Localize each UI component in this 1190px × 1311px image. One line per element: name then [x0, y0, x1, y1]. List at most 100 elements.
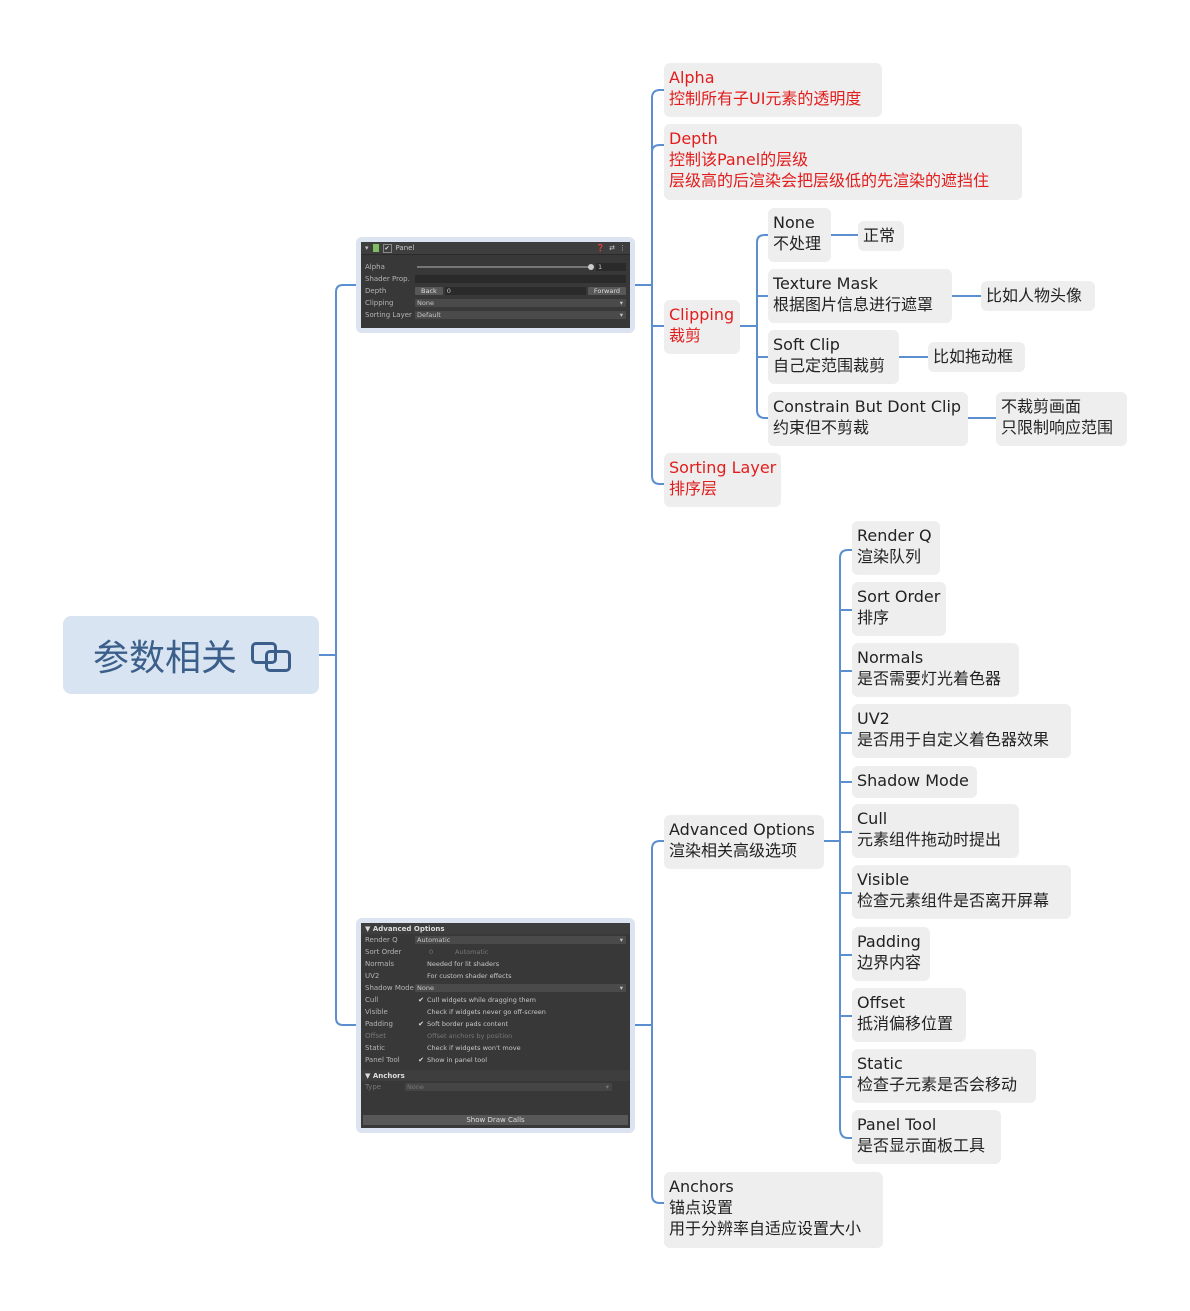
normals-label: Normals — [365, 960, 394, 968]
alpha-value[interactable]: 1 — [596, 263, 626, 271]
depth-back-button[interactable]: Back — [415, 287, 443, 295]
node-clipping-title: Clipping — [669, 305, 735, 324]
sort-order-label: Sort Order — [365, 948, 402, 956]
node-clip-soft-clip-desc: 自己定范围裁剪 — [773, 356, 886, 375]
node-normals[interactable]: Normals 是否需要灯光着色器 — [852, 643, 1019, 697]
node-clip-texture-mask[interactable]: Texture Mask 根据图片信息进行遮罩 — [768, 269, 952, 323]
anchors-section[interactable]: ▼ Anchors — [361, 1070, 630, 1081]
node-static-desc: 检查子元素是否会移动 — [857, 1075, 1018, 1094]
node-render-q-desc: 渲染队列 — [857, 547, 922, 566]
node-offset-desc: 抵消偏移位置 — [857, 1014, 954, 1033]
shadow-mode-value: None — [417, 984, 434, 992]
node-clipping[interactable]: Clipping 裁剪 — [664, 300, 740, 354]
static-label: Static — [365, 1044, 386, 1052]
cull-desc: Cull widgets while dragging them — [427, 996, 536, 1004]
padding-desc: Soft border pads content — [427, 1020, 508, 1028]
offset-desc: Offset anchors by position — [427, 1032, 513, 1040]
node-visible-title: Visible — [857, 870, 910, 889]
node-cull[interactable]: Cull 元素组件拖动时提出 — [852, 804, 1019, 858]
node-alpha-title: Alpha — [669, 68, 715, 87]
fold-arrow-icon[interactable]: ▾ — [365, 244, 369, 252]
node-padding[interactable]: Padding 边界内容 — [852, 927, 930, 981]
root-title: 参数相关 — [92, 638, 237, 679]
node-panel-tool[interactable]: Panel Tool 是否显示面板工具 — [852, 1110, 1001, 1164]
node-advanced-options-desc: 渲染相关高级选项 — [669, 841, 798, 860]
sorting-layer-value: Default — [417, 311, 441, 319]
render-q-row: Render Q Automatic▾ — [361, 934, 630, 946]
node-uv2-title: UV2 — [857, 709, 890, 728]
node-normals-desc: 是否需要灯光着色器 — [857, 669, 1002, 688]
settings-icon[interactable]: ⇄ — [609, 244, 615, 252]
advanced-inspector-image: ▼ Advanced Options Render Q Automatic▾ S… — [356, 918, 635, 1133]
dropdown-arrow-icon: ▾ — [605, 1083, 609, 1091]
node-clip-soft-clip[interactable]: Soft Clip 自己定范围裁剪 — [768, 330, 899, 384]
node-anchors[interactable]: Anchors 锚点设置 用于分辨率自适应设置大小 — [664, 1172, 883, 1248]
node-clip-texture-mask-note[interactable]: 比如人物头像 — [981, 281, 1095, 311]
help-icon[interactable]: ❓ — [596, 244, 606, 252]
render-q-dropdown[interactable]: Automatic▾ — [415, 936, 626, 944]
clipping-dropdown[interactable]: None▾ — [415, 299, 626, 307]
type-value: None — [407, 1083, 424, 1091]
clipping-row: Clipping None▾ — [361, 297, 630, 309]
sorting-layer-dropdown[interactable]: Default▾ — [415, 311, 626, 319]
node-static[interactable]: Static 检查子元素是否会移动 — [852, 1049, 1036, 1103]
alpha-row: Alpha 1 — [361, 261, 630, 273]
node-clip-none-note-text: 正常 — [863, 226, 896, 245]
depth-field[interactable]: 0 — [444, 287, 586, 295]
node-sorting-layer-desc: 排序层 — [669, 479, 718, 498]
node-render-q-title: Render Q — [857, 526, 932, 545]
node-clip-soft-clip-title: Soft Clip — [773, 335, 840, 354]
enabled-checkbox[interactable]: ✔ — [382, 243, 392, 253]
panel-header: ▾ ✔ Panel ❓ ⇄ ⋮ — [361, 242, 630, 255]
node-visible[interactable]: Visible 检查元素组件是否离开屏幕 — [852, 865, 1071, 919]
visible-label: Visible — [365, 1008, 388, 1016]
panel-tool-checkbox[interactable]: ✔ — [418, 1056, 424, 1064]
node-sorting-layer[interactable]: Sorting Layer 排序层 — [664, 453, 781, 507]
alpha-slider[interactable]: 1 — [415, 263, 626, 271]
node-clip-constrain-note[interactable]: 不裁剪画面 只限制响应范围 — [996, 392, 1127, 446]
node-panel-tool-title: Panel Tool — [857, 1115, 937, 1134]
node-sort-order[interactable]: Sort Order 排序 — [852, 582, 946, 636]
node-clip-texture-mask-note-text: 比如人物头像 — [986, 286, 1083, 305]
node-clip-soft-clip-note[interactable]: 比如拖动框 — [928, 342, 1025, 372]
node-depth[interactable]: Depth 控制该Panel的层级 层级高的后渲染会把层级低的先渲染的遮挡住 — [664, 124, 1022, 200]
node-alpha[interactable]: Alpha 控制所有子UI元素的透明度 — [664, 63, 882, 117]
sort-order-value[interactable]: 0 — [429, 948, 434, 956]
node-clip-none-note[interactable]: 正常 — [858, 221, 904, 251]
node-advanced-options[interactable]: Advanced Options 渲染相关高级选项 — [664, 815, 824, 869]
node-clip-none[interactable]: None 不处理 — [768, 208, 831, 262]
offset-label: Offset — [365, 1032, 387, 1040]
type-dropdown[interactable]: None ▾ — [405, 1083, 612, 1091]
panel-tool-row: Panel Tool ✔ Show in panel tool — [361, 1054, 630, 1066]
depth-forward-button[interactable]: Forward — [587, 287, 626, 295]
node-uv2-desc: 是否用于自定义着色器效果 — [857, 730, 1050, 749]
node-clip-soft-clip-note-text: 比如拖动框 — [933, 347, 1014, 366]
node-anchors-desc2: 用于分辨率自适应设置大小 — [669, 1219, 862, 1238]
alpha-label: Alpha — [365, 263, 385, 271]
link-icon[interactable] — [251, 642, 291, 672]
node-clip-constrain-note-2: 只限制响应范围 — [1001, 418, 1114, 437]
node-offset-title: Offset — [857, 993, 906, 1012]
node-clip-constrain[interactable]: Constrain But Dont Clip 约束但不剪裁 — [768, 392, 968, 446]
sort-order-note: Automatic — [455, 948, 489, 956]
shader-prop-field[interactable] — [415, 275, 626, 283]
node-clip-texture-mask-desc: 根据图片信息进行遮罩 — [773, 295, 934, 314]
show-draw-calls-button[interactable]: Show Draw Calls — [363, 1115, 628, 1125]
node-clip-none-desc: 不处理 — [773, 234, 822, 253]
more-icon[interactable]: ⋮ — [619, 244, 626, 252]
advanced-options-section[interactable]: ▼ Advanced Options — [361, 923, 630, 934]
node-offset[interactable]: Offset 抵消偏移位置 — [852, 988, 966, 1042]
node-padding-title: Padding — [857, 932, 921, 951]
shadow-mode-dropdown[interactable]: None ▾ — [415, 984, 626, 992]
normals-desc: Needed for lit shaders — [427, 960, 500, 968]
root-topic[interactable]: 参数相关 — [63, 616, 319, 694]
node-render-q[interactable]: Render Q 渲染队列 — [852, 521, 940, 575]
cull-checkbox[interactable]: ✔ — [418, 996, 424, 1004]
node-shadow-mode[interactable]: Shadow Mode — [852, 766, 977, 798]
uv2-desc: For custom shader effects — [427, 972, 512, 980]
static-desc: Check if widgets won't move — [427, 1044, 521, 1052]
dropdown-arrow-icon: ▾ — [619, 984, 623, 992]
node-uv2[interactable]: UV2 是否用于自定义着色器效果 — [852, 704, 1071, 758]
padding-checkbox[interactable]: ✔ — [418, 1020, 424, 1028]
offset-row: Offset Offset anchors by position — [361, 1030, 630, 1042]
